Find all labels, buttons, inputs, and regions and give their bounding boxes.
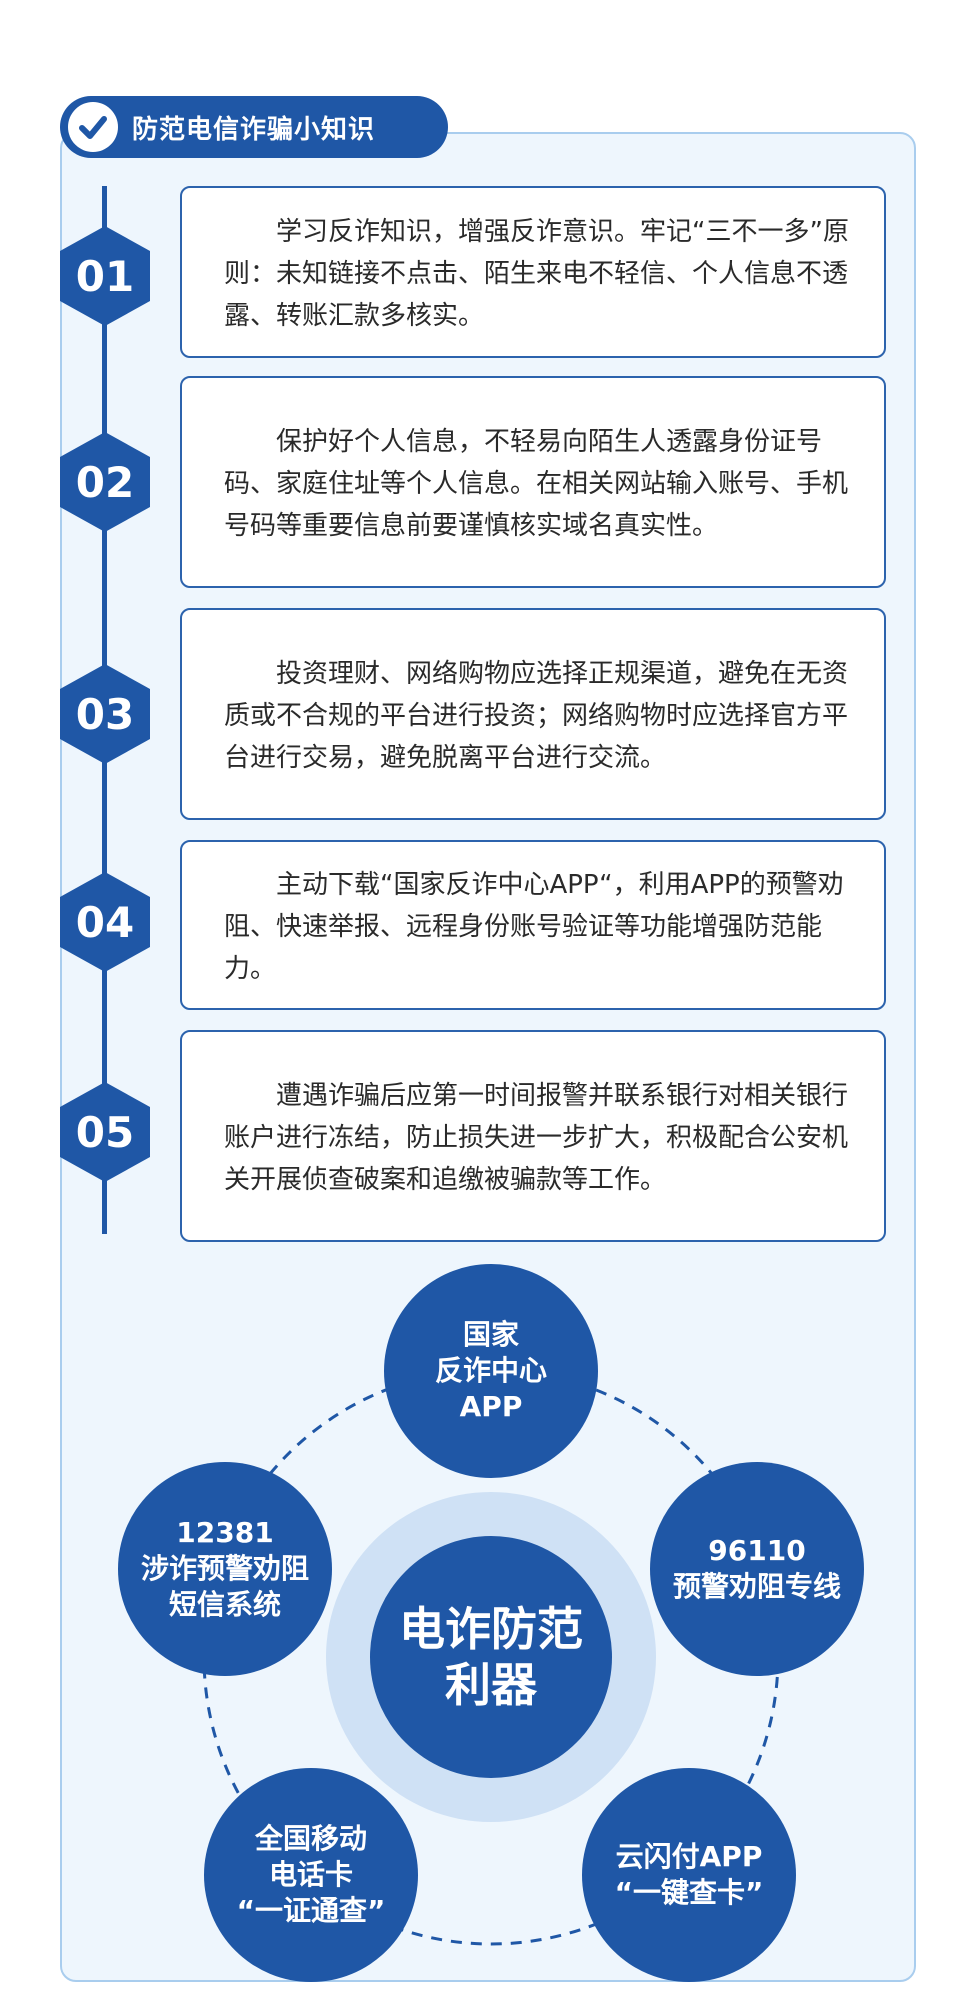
tip-number-03: 03 — [60, 664, 150, 764]
center-hub-line: 利器 — [445, 1658, 537, 1712]
center-hub-line: 电诈防范 — [399, 1602, 583, 1656]
tip-card: 投资理财、网络购物应选择正规渠道，避免在无资质或不合规的平台进行投资；网络购物时… — [180, 608, 886, 820]
tool-node-96110: 96110 预警劝阻专线 — [650, 1462, 864, 1676]
tip-card: 遭遇诈骗后应第一时间报警并联系银行对相关银行账户进行冻结，防止损失进一步扩大，积… — [180, 1030, 886, 1242]
tool-node-line: 电话卡 — [268, 1858, 353, 1891]
tool-node-line: 预警劝阻专线 — [672, 1570, 841, 1603]
tool-node-anti-fraud-app: 国家 反诈中心 APP — [384, 1264, 598, 1478]
tip-text: 学习反诈知识，增强反诈意识。牢记“三不一多”原则：未知链接不点击、陌生来电不轻信… — [224, 217, 849, 331]
tool-node-line: 全国移动 — [254, 1822, 367, 1855]
tool-node-line: 国家 — [462, 1318, 519, 1351]
tool-node-line: 反诈中心 — [434, 1354, 547, 1387]
tool-node-unionpay-app: 云闪付APP “一键查卡” — [582, 1768, 796, 1982]
tool-node-line: 涉诈预警劝阻 — [140, 1552, 309, 1585]
tool-node-line: 12381 — [176, 1516, 274, 1549]
section-header: 防范电信诈骗小知识 — [60, 96, 448, 158]
tool-node-12381: 12381 涉诈预警劝阻 短信系统 — [118, 1462, 332, 1676]
section-title: 防范电信诈骗小知识 — [132, 114, 376, 145]
tool-node-line: APP — [459, 1390, 523, 1423]
tip-text: 保护好个人信息，不轻易向陌生人透露身份证号码、家庭住址等个人信息。在相关网站输入… — [224, 427, 849, 541]
center-hub: 电诈防范 利器 — [370, 1536, 612, 1778]
tip-text: 投资理财、网络购物应选择正规渠道，避免在无资质或不合规的平台进行投资；网络购物时… — [224, 659, 849, 773]
tip-card: 主动下载“国家反诈中心APP“，利用APP的预警劝阻、快速举报、远程身份账号验证… — [180, 840, 886, 1010]
tip-number-04: 04 — [60, 872, 150, 972]
tip-text: 遭遇诈骗后应第一时间报警并联系银行对相关银行账户进行冻结，防止损失进一步扩大，积… — [224, 1081, 849, 1195]
tip-card: 学习反诈知识，增强反诈意识。牢记“三不一多”原则：未知链接不点击、陌生来电不轻信… — [180, 186, 886, 358]
tool-node-line: 96110 — [708, 1534, 806, 1567]
tip-card: 保护好个人信息，不轻易向陌生人透露身份证号码、家庭住址等个人信息。在相关网站输入… — [180, 376, 886, 588]
checkmark-icon — [68, 102, 118, 152]
tool-node-line: “一键查卡” — [614, 1876, 764, 1909]
tool-node-id-check: 全国移动 电话卡 “一证通查” — [204, 1768, 418, 1982]
tool-node-line: 短信系统 — [168, 1588, 281, 1621]
tool-node-line: 云闪付APP — [615, 1840, 763, 1873]
tool-node-line: “一证通查” — [236, 1894, 386, 1927]
tip-text: 主动下载“国家反诈中心APP“，利用APP的预警劝阻、快速举报、远程身份账号验证… — [224, 870, 844, 984]
